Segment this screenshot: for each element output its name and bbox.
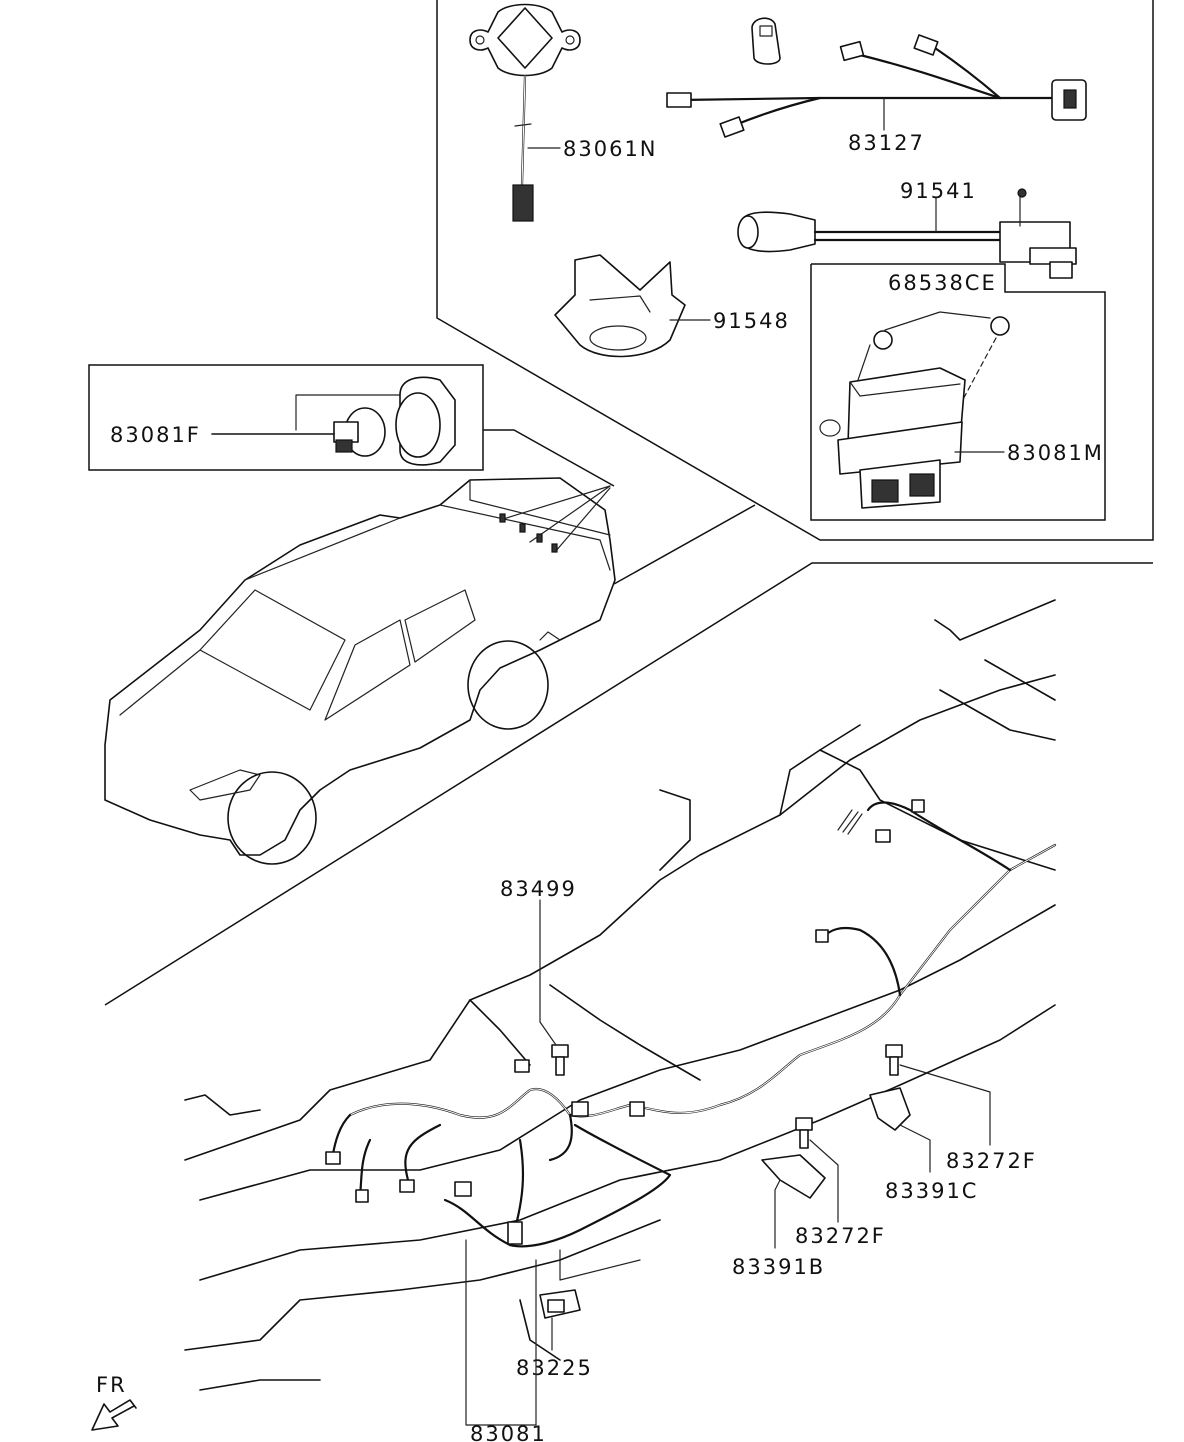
label-83225: 83225 [516, 1356, 593, 1380]
vehicle-chassis-frame [184, 599, 1056, 1391]
label-83081: 83081 [470, 1422, 547, 1442]
leader-83272F-a [899, 1064, 991, 1146]
part-83225-clip [539, 1289, 581, 1319]
part-68538CE-nuts [857, 311, 1010, 406]
label-91541: 91541 [900, 179, 977, 203]
part-83081-harness [325, 799, 1057, 1248]
sub-box-83081M [810, 263, 1106, 521]
label-83081F: 83081F [110, 423, 201, 447]
part-83081F-lamp [333, 376, 456, 466]
label-83272F-a: 83272F [946, 1149, 1037, 1173]
label-83391C: 83391C [885, 1179, 978, 1203]
label-83272F-b: 83272F [795, 1224, 886, 1248]
part-91548-cover [554, 254, 686, 358]
part-83499-bolt [551, 1044, 569, 1076]
part-91541-camera-cable [737, 188, 1077, 279]
part-connector-cap [751, 17, 781, 65]
divider-vehicle [613, 504, 756, 585]
part-83272F-bolt-a [885, 1044, 903, 1076]
part-83061N-sensor [469, 3, 581, 222]
leader-83272F-b [809, 1139, 839, 1223]
part-83081M-module [819, 367, 966, 509]
front-direction-arrow-icon [91, 1399, 137, 1431]
part-83391B-bracket [761, 1154, 826, 1199]
label-fr: FR [96, 1373, 127, 1397]
section-divider [104, 562, 1153, 1006]
leader-83081 [465, 1239, 537, 1426]
leader-83391B [774, 1179, 781, 1249]
label-68538CE: 68538CE [888, 271, 997, 295]
label-83061N: 83061N [563, 137, 658, 161]
label-83499: 83499 [500, 877, 577, 901]
vehicle-pickup-truck [104, 477, 616, 865]
label-91548: 91548 [713, 309, 790, 333]
part-83391C-bracket [869, 1087, 911, 1131]
label-83391B: 83391B [732, 1255, 825, 1279]
part-83127-harness [666, 34, 1087, 138]
part-83272F-bolt-b [795, 1117, 813, 1149]
detail-panel-frame [436, 0, 1154, 541]
label-83127: 83127 [848, 131, 925, 155]
leader-83391C [899, 1124, 931, 1173]
detail-box-83081F [88, 364, 615, 487]
label-83081M: 83081M [1007, 441, 1104, 465]
